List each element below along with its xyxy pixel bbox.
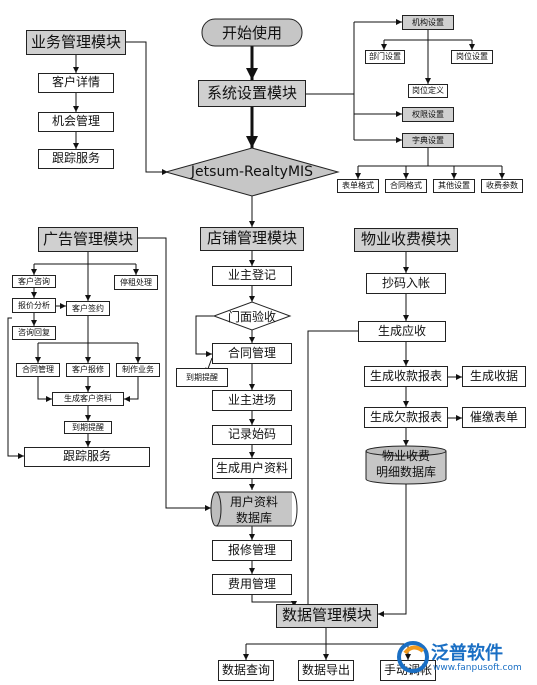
receipt-report-node: 生成收款报表 [364,366,448,387]
logo-text: 泛普软件 [431,643,503,664]
business-module: 业务管理模块 [26,30,126,55]
make-business-node: 制作业务 [116,363,160,377]
stop-rent-node: 停租处理 [114,275,158,290]
dunning-form-node: 催缴表单 [462,407,526,428]
arrears-report-node: 生成欠款报表 [364,407,448,428]
customer-repair-node: 客户报修 [66,363,110,377]
dept-settings-node: 部门设置 [365,50,405,64]
generate-user-data-node: 生成用户资料 [212,458,292,479]
org-settings-node: 机构设置 [402,15,454,30]
fee-management-node: 费用管理 [212,574,292,595]
repair-management-node: 报修管理 [212,540,292,561]
owner-entry-node: 业主进场 [212,390,292,411]
quote-analysis-node: 报价分析 [12,298,56,313]
ad-due-reminder-node: 到期提醒 [64,421,112,434]
core-system-node: Jetsum-RealtyMIS [190,164,314,180]
form-format-node: 表单格式 [337,179,379,193]
core-system-diamond-shape [164,147,340,197]
consult-reply-node: 咨询回复 [12,326,56,340]
due-reminder-node: 到期提醒 [176,368,228,387]
user-db-label-2: 数据库 [235,510,272,525]
record-start-code-node: 记录始码 [212,425,292,445]
user-database-cylinder [210,491,298,527]
opportunity-node: 机会管理 [38,112,114,132]
follow-service-node-1: 跟踪服务 [38,149,114,169]
customer-consult-node: 客户咨询 [12,275,56,288]
inspection-node: 门面验收 [227,309,276,324]
fee-params-node: 收费参数 [481,179,523,193]
customer-sign-node: 客户签约 [66,301,110,316]
shop-module: 店铺管理模块 [200,227,304,251]
post-definition-node: 岗位定义 [408,84,448,98]
data-export-node: 数据导出 [298,660,354,681]
inspection-decision-shape [212,301,292,331]
contract-node: 合同管理 [212,343,292,364]
data-query-node: 数据查询 [218,660,274,681]
ad-contract-node: 合同管理 [16,363,60,377]
follow-service-node-2: 跟踪服务 [24,447,150,467]
fee-db-label-2: 明细数据库 [375,464,436,479]
other-settings-node: 其他设置 [433,179,475,193]
generate-receivable-node: 生成应收 [358,321,446,342]
contract-format-node: 合同格式 [385,179,427,193]
owner-registration-node: 业主登记 [212,266,292,286]
dictionary-settings-node: 字典设置 [402,133,454,148]
system-settings-module: 系统设置模块 [198,80,306,107]
advertising-module: 广告管理模块 [38,227,138,252]
customer-detail-node: 客户详情 [38,73,114,93]
logo-url: www.fanpusoft.com [433,663,522,673]
generate-customer-data-node: 生成客户资料 [52,392,124,406]
permission-settings-node: 权限设置 [402,107,454,122]
start-terminator-shape [201,18,303,47]
generate-receipt-node: 生成收据 [462,366,526,387]
property-fee-module: 物业收费模块 [354,228,458,252]
data-management-module: 数据管理模块 [276,604,378,628]
fee-database-cylinder [365,445,447,485]
start-node: 开始使用 [221,24,282,42]
fee-db-label-1: 物业收费 [381,448,430,463]
user-db-label-1: 用户资料 [229,494,278,509]
copy-code-node: 抄码入帐 [366,273,446,294]
post-settings-node: 岗位设置 [451,50,493,64]
fanpusoft-logo: 泛普软件 www.fanpusoft.com [395,639,531,679]
logo-mark-icon [397,641,429,673]
